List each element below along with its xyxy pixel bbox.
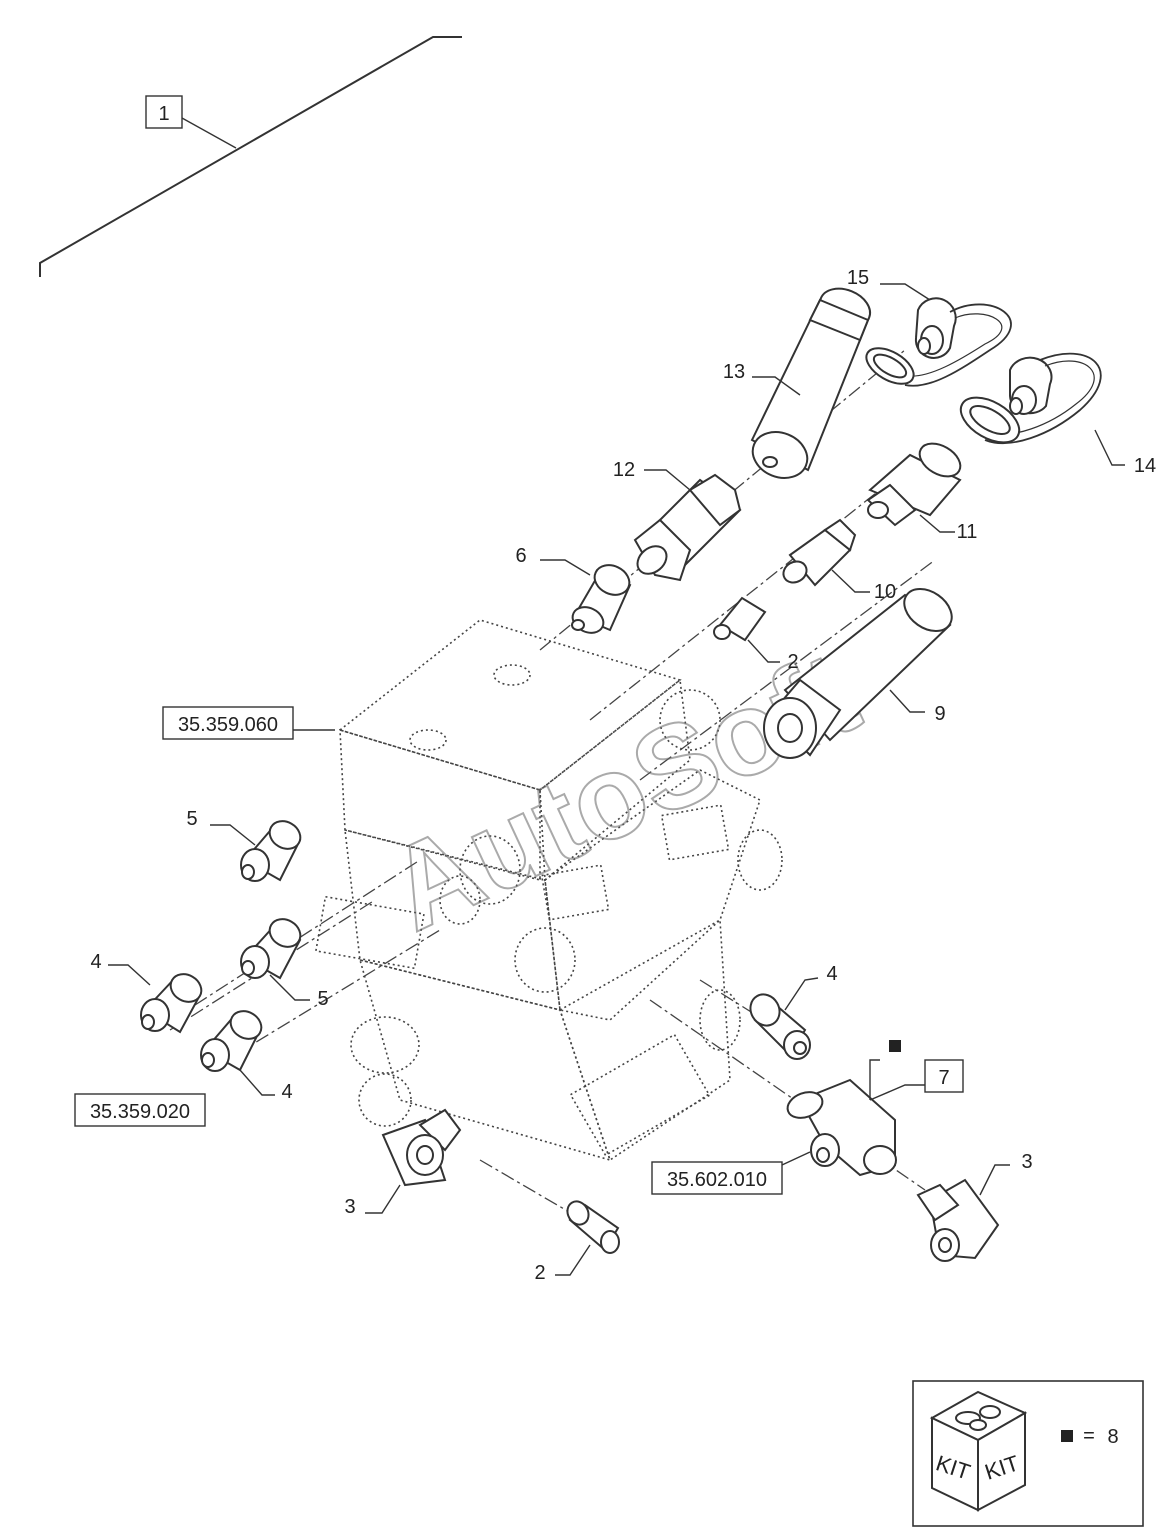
- item-5-fitting-lower: [240, 918, 302, 980]
- ref-35-359-020[interactable]: 35.359.020: [90, 1101, 190, 1123]
- callout-3-right: 3: [1021, 1151, 1032, 1173]
- callout-6: 6: [515, 545, 526, 567]
- callout-1-box: [145, 95, 183, 129]
- item-1-line: [39, 36, 462, 277]
- item-7-elbow: [786, 1078, 897, 1177]
- callout-7: 7: [938, 1067, 949, 1089]
- item-13-coupling: [750, 287, 872, 479]
- callout-5-upper: 5: [186, 808, 197, 830]
- item-6-fitting: [571, 564, 632, 634]
- item-9-cartridge: [763, 588, 953, 759]
- callout-12: 12: [613, 459, 635, 481]
- item-5-fitting-upper: [240, 820, 302, 882]
- ref-box-010: [651, 1161, 783, 1195]
- callout-4-left: 4: [90, 951, 101, 973]
- callout-1: 1: [158, 103, 169, 125]
- callout-11: 11: [957, 521, 978, 543]
- watermark: AutoSoft: [370, 626, 877, 956]
- kit-badge-7: [889, 1040, 901, 1052]
- item-3-elbow-left: [381, 1108, 462, 1187]
- item-14-cap: [959, 352, 1102, 444]
- ref-35-602-010[interactable]: 35.602.010: [667, 1169, 767, 1191]
- ref-box-060: [162, 706, 294, 740]
- item-4-fitting-right: [749, 993, 811, 1060]
- callout-2-lower: 2: [534, 1262, 545, 1284]
- item-3-elbow-right: [916, 1178, 1000, 1262]
- callout-14: 14: [1134, 455, 1156, 477]
- item-10-fitting: [782, 518, 857, 587]
- callout-4-right: 4: [826, 963, 837, 985]
- valve-block: [314, 619, 783, 1162]
- ref-box-020: [74, 1093, 206, 1127]
- callout-7-box: [924, 1059, 964, 1093]
- item-12-adapter: [633, 473, 742, 582]
- callout-4-lower: 4: [281, 1081, 292, 1103]
- callout-9: 9: [934, 703, 945, 725]
- callout-10: 10: [874, 581, 896, 603]
- kit-badge: [1061, 1430, 1073, 1442]
- callout-3-left: 3: [344, 1196, 355, 1218]
- item-11-coupler: [866, 442, 962, 527]
- item-4-fitting-lower: [200, 1010, 263, 1072]
- ref-35-359-060[interactable]: 35.359.060: [178, 714, 278, 736]
- kit-quantity: 8: [1107, 1426, 1118, 1448]
- item-4-fitting-left: [140, 973, 203, 1034]
- item-2-fitting-upper: [713, 596, 767, 642]
- callout-5-lower: 5: [317, 988, 328, 1010]
- item-2-fitting-lower: [566, 1200, 620, 1254]
- callout-13: 13: [723, 361, 745, 383]
- kit-equals: =: [1083, 1425, 1095, 1447]
- callout-15: 15: [847, 267, 869, 289]
- kit-legend: KIT KIT = 8: [912, 1380, 1144, 1527]
- item-15-cap: [865, 297, 1012, 387]
- callout-2-upper: 2: [787, 651, 798, 673]
